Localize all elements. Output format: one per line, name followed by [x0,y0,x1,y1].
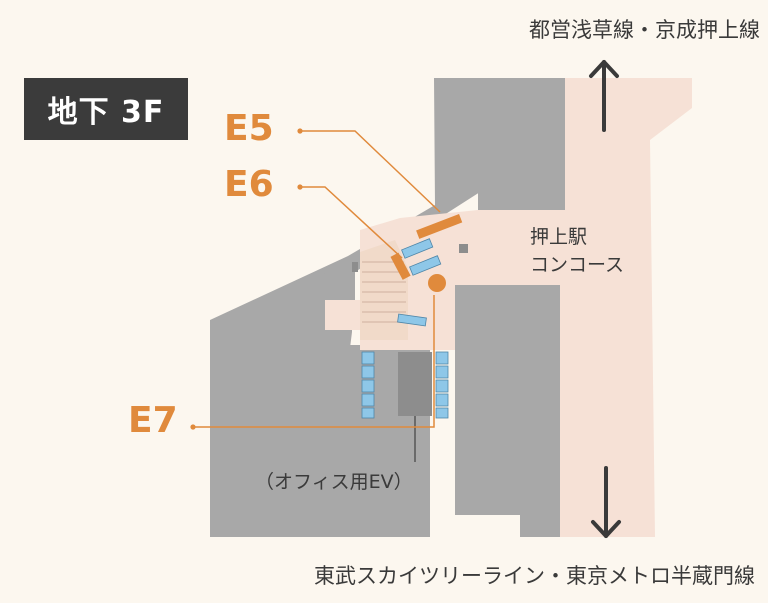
rail-corridor [360,78,692,537]
building-block-center [455,285,560,537]
stair-lines [362,261,406,323]
concourse-walkway [360,340,455,350]
exit-e6-marker[interactable] [390,252,411,280]
arrow-down-icon [591,466,621,538]
line-label-bottom: 東武スカイツリーライン・東京メトロ半蔵門線 [314,564,755,588]
exit-leader-lines [193,130,441,428]
exit-leader-dots [190,128,303,430]
exit-e5-marker[interactable] [416,214,463,239]
concourse-stairs-area [360,240,408,340]
exit-e5-label[interactable]: E5 [224,108,274,149]
office-elevator-label: （オフィス用EV） [255,471,413,493]
exit-e7-label[interactable]: E7 [128,400,178,441]
pillar [352,262,358,272]
concourse-label-line1: 押上駅 [530,226,588,248]
lockers-left [361,351,375,419]
arrow-up-icon [589,60,619,132]
line-label-top: 都営浅草線・京成押上線 [529,18,760,42]
concourse-label-line2: コンコース [530,254,625,276]
building-block-topright [478,78,565,210]
lockers-right [435,351,449,419]
building-block-main [210,262,352,537]
elevator-shaft [398,352,432,416]
pillar [459,244,468,253]
floor-badge: 地下 3F [24,78,188,140]
exit-e6-label[interactable]: E6 [224,164,274,205]
escalator-icon [397,238,442,327]
exit-e7-marker[interactable] [428,274,446,292]
concourse-lower-left [325,300,360,330]
concourse-label: 押上駅 コンコース [530,223,624,279]
